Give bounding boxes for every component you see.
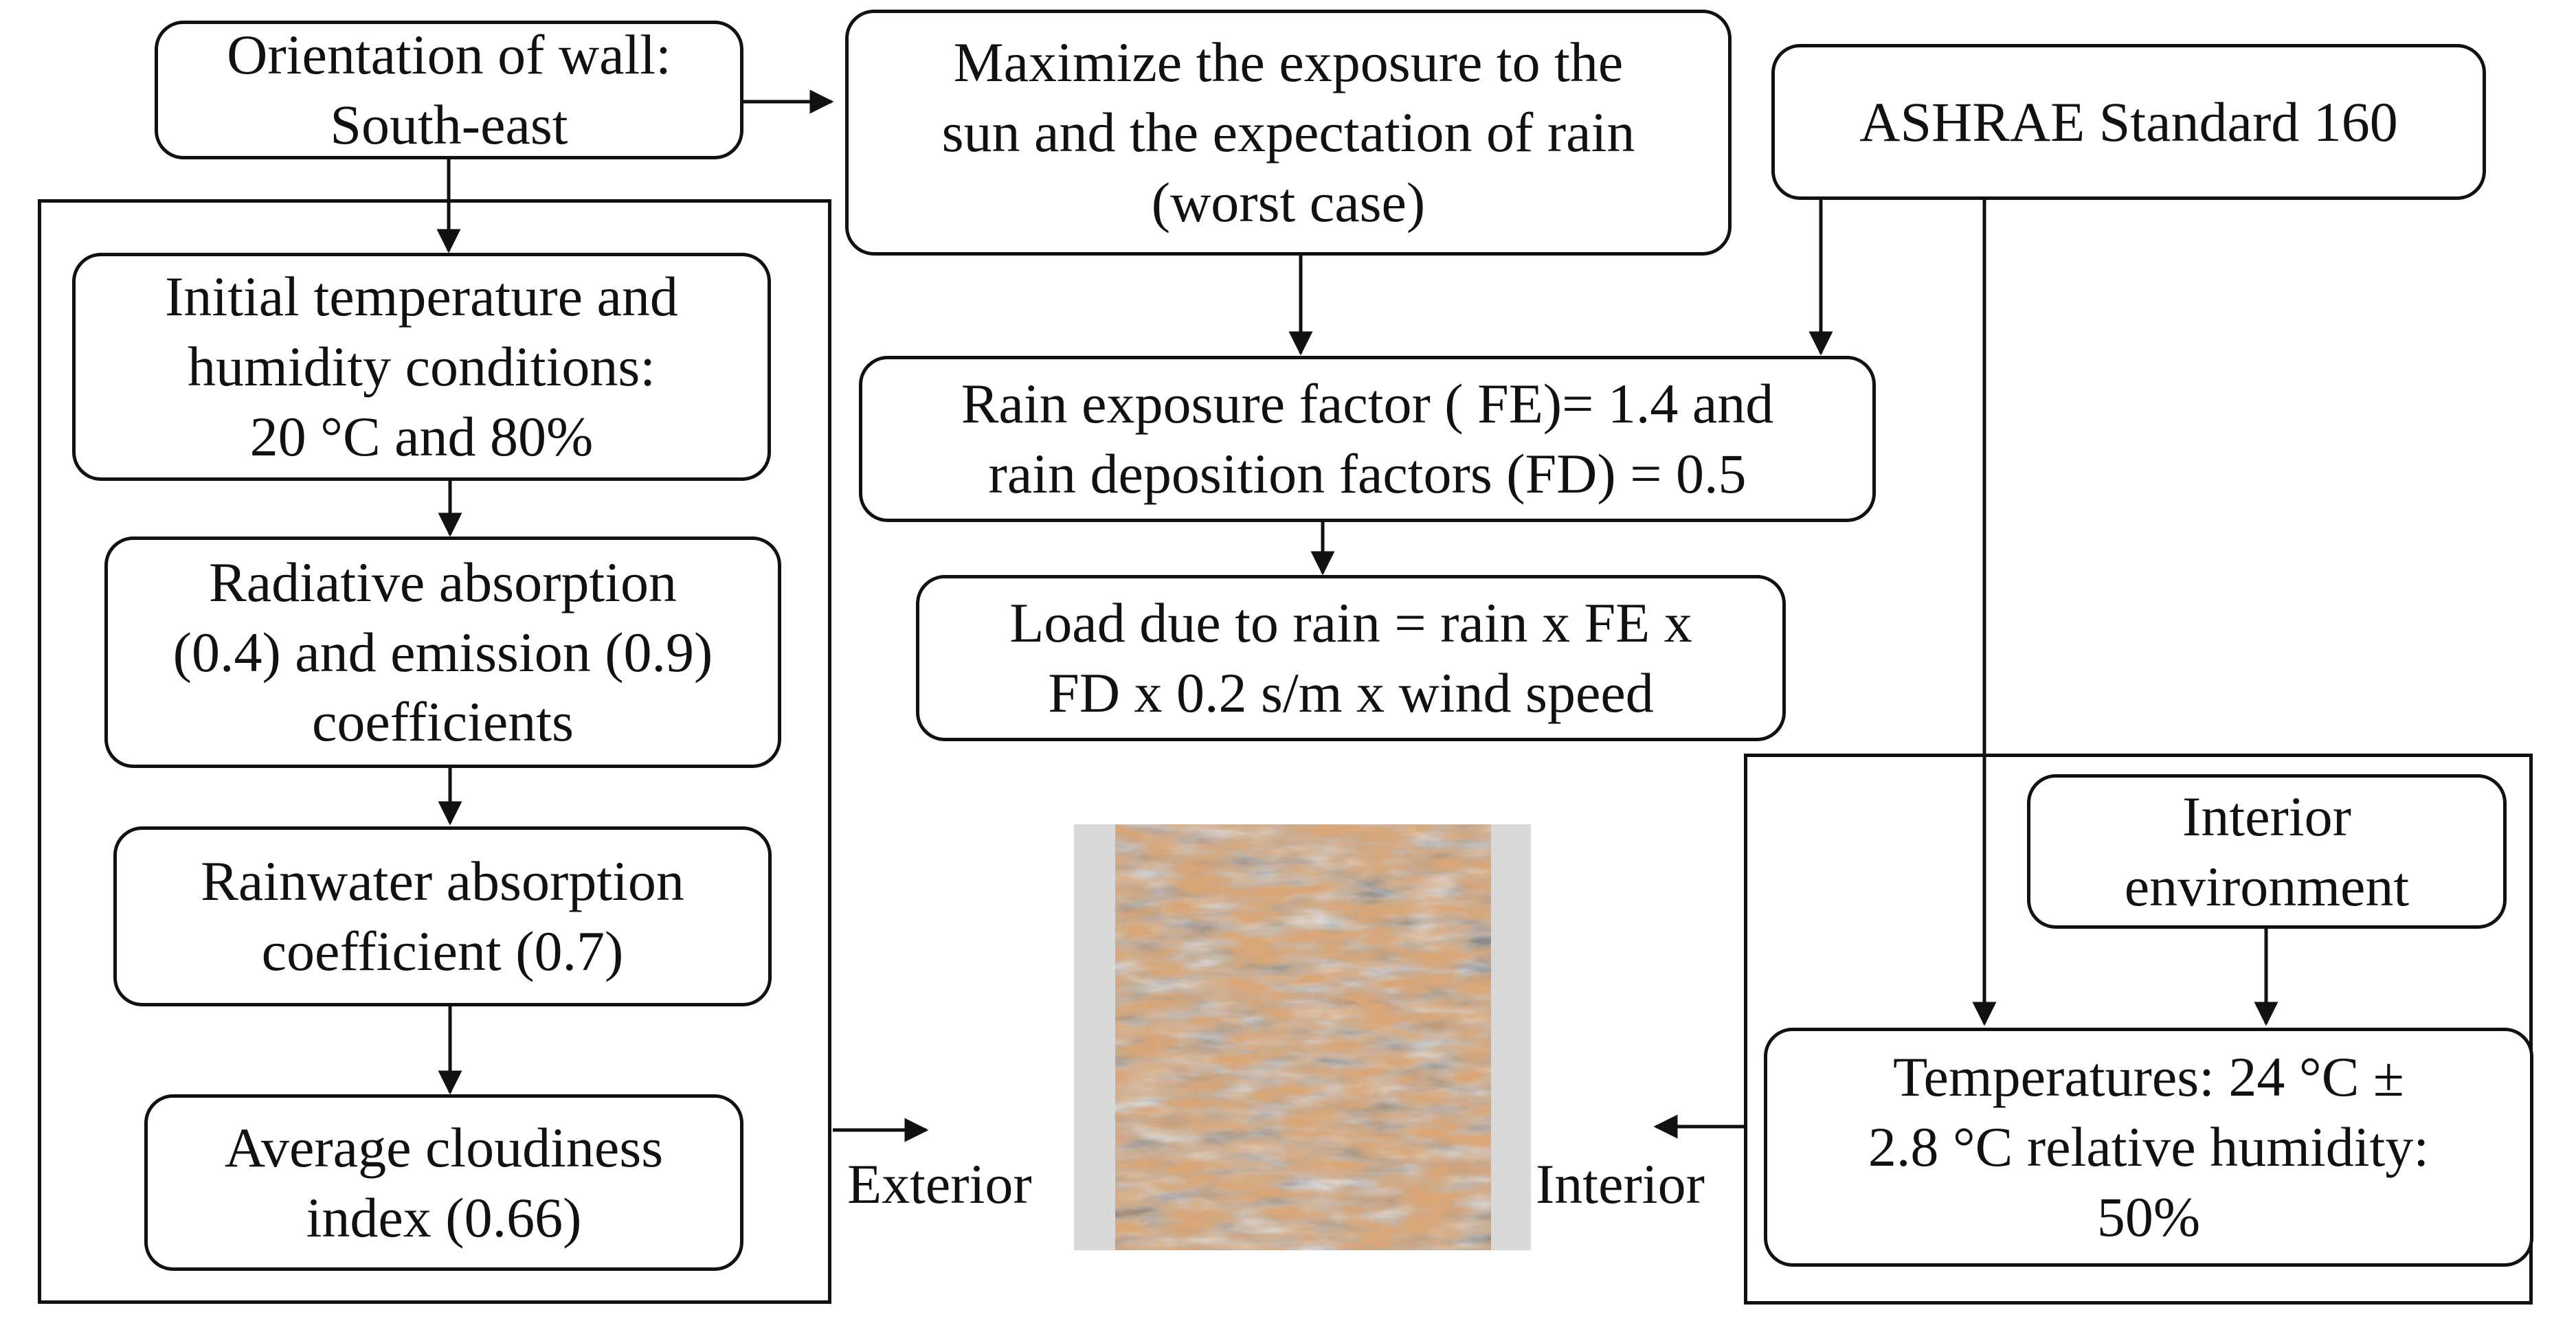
cloudiness-text: Average cloudiness index (0.66) <box>224 1116 664 1249</box>
cloudiness-box: Average cloudiness index (0.66) <box>144 1094 743 1271</box>
radiative-box: Radiative absorption (0.4) and emission … <box>104 537 781 768</box>
rain-load-text: Load due to rain = rain x FE x FD x 0.2 … <box>1009 591 1692 724</box>
rain-factors-text: Rain exposure factor ( FE)= 1.4 and rain… <box>961 372 1774 505</box>
wall-interior-layer <box>1491 824 1531 1250</box>
ashrae-text: ASHRAE Standard 160 <box>1859 90 2398 153</box>
orientation-text: Orientation of wall: South-east <box>227 23 671 156</box>
maximize-box: Maximize the exposure to the sun and the… <box>845 10 1732 256</box>
exterior-label: Exterior <box>847 1153 1032 1215</box>
exterior-conditions-group <box>38 199 831 1304</box>
maximize-text: Maximize the exposure to the sun and the… <box>941 31 1635 234</box>
wall-exterior-layer <box>1074 824 1115 1250</box>
orientation-box: Orientation of wall: South-east <box>155 21 743 159</box>
initial-conditions-box: Initial temperature and humidity conditi… <box>72 253 771 481</box>
interior-conditions-group <box>1744 754 2533 1305</box>
rainwater-box: Rainwater absorption coefficient (0.7) <box>113 826 772 1006</box>
rainwater-text: Rainwater absorption coefficient (0.7) <box>201 850 684 982</box>
ashrae-box: ASHRAE Standard 160 <box>1771 44 2486 200</box>
interior-conditions-text: Temperatures: 24 °C ± 2.8 °C relative hu… <box>1868 1046 2430 1248</box>
interior-label: Interior <box>1536 1153 1705 1215</box>
interior-environment-text: Interior environment <box>2124 784 2410 918</box>
rain-load-box: Load due to rain = rain x FE x FD x 0.2 … <box>916 575 1786 741</box>
interior-conditions-box: Temperatures: 24 °C ± 2.8 °C relative hu… <box>1764 1028 2533 1267</box>
rain-factors-box: Rain exposure factor ( FE)= 1.4 and rain… <box>859 356 1876 522</box>
wall-core-texture <box>1115 824 1491 1250</box>
radiative-text: Radiative absorption (0.4) and emission … <box>172 550 713 754</box>
initial-conditions-text: Initial temperature and humidity conditi… <box>165 265 678 468</box>
wall-texture-svg <box>1115 824 1491 1250</box>
interior-environment-box: Interior environment <box>2027 774 2507 929</box>
